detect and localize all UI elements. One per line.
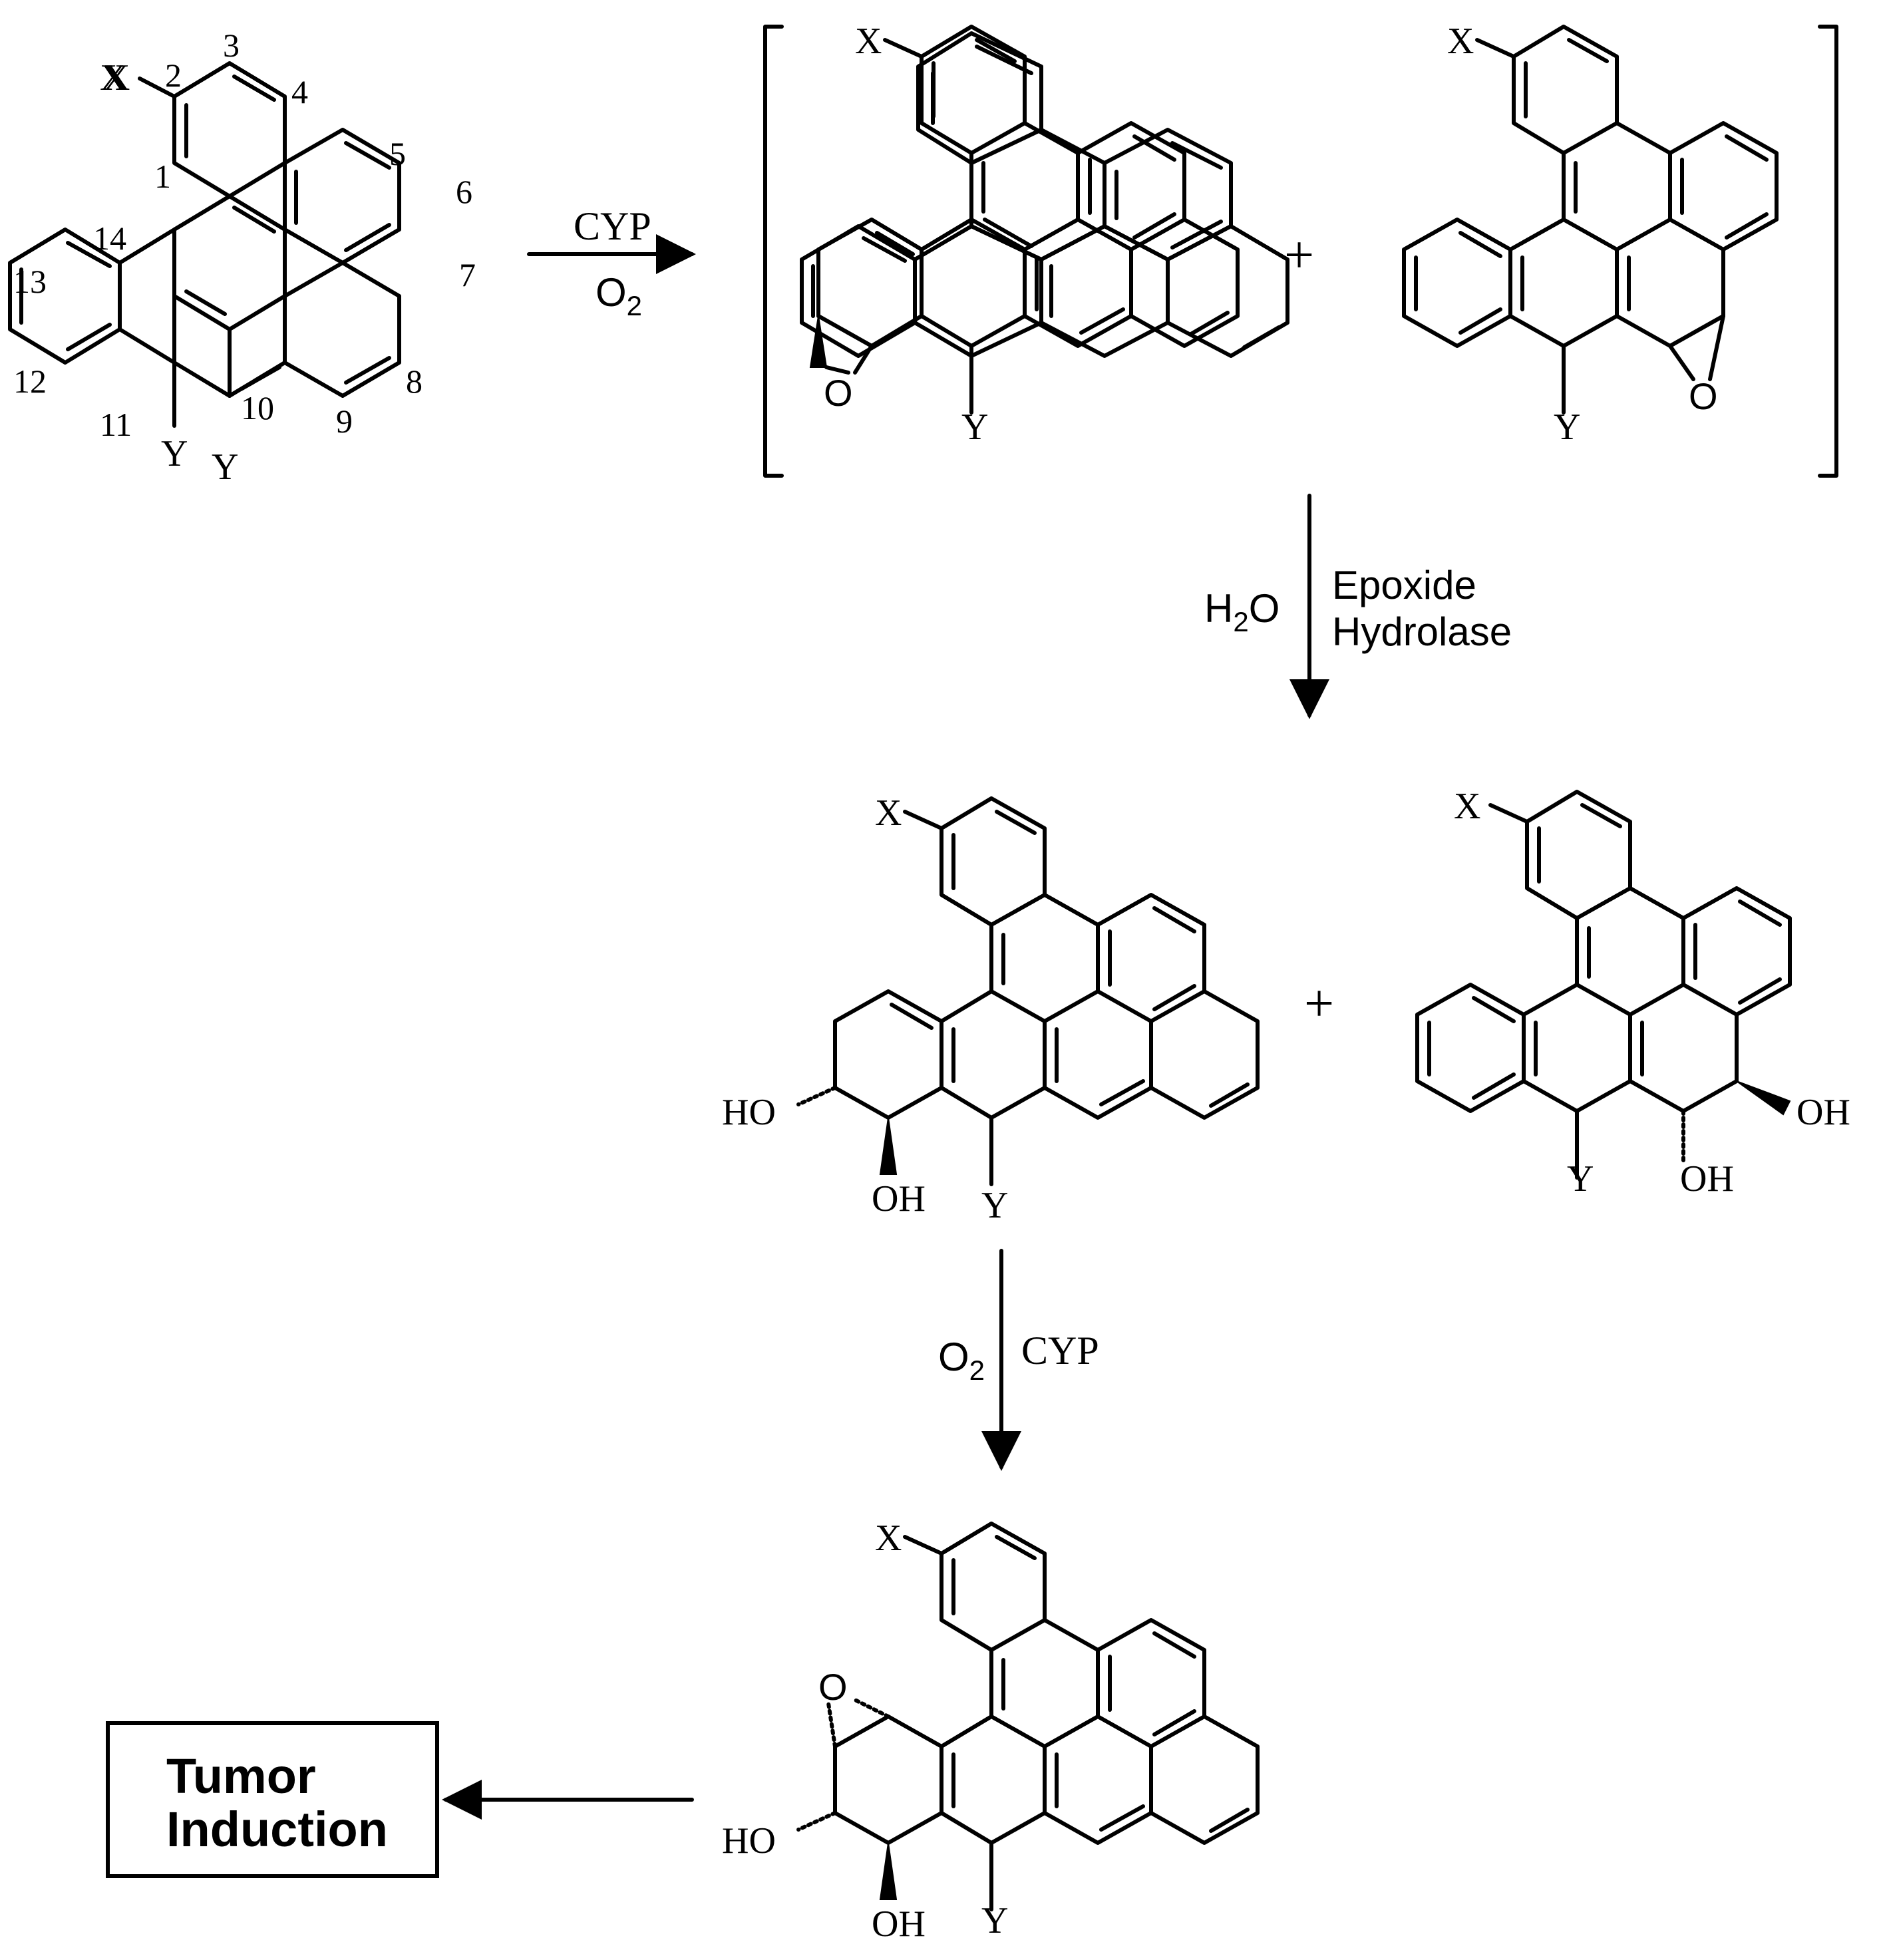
diol-left-ho: HO (722, 1092, 776, 1133)
right-bracket (1818, 25, 1838, 478)
diol-right-oh1: OH (1796, 1092, 1850, 1133)
diol-right-y: Y (1567, 1158, 1594, 1200)
diol-left-y: Y (981, 1185, 1008, 1226)
start-skeleton-clean (8, 61, 401, 428)
epoxides-plus: + (1284, 226, 1314, 285)
start-x-clean: X (103, 57, 130, 98)
diol-right (1415, 790, 1792, 1180)
svg-text:9: 9 (336, 403, 353, 440)
start-y-clean: Y (161, 433, 188, 474)
epoxide-right-y: Y (1554, 407, 1580, 448)
epoxide-left (809, 25, 1240, 414)
svg-text:3: 3 (223, 27, 240, 64)
diol-epoxide-x: X (875, 1518, 902, 1559)
svg-text:14: 14 (93, 220, 126, 257)
step3-enzyme: CYP (1021, 1329, 1099, 1373)
svg-text:6: 6 (456, 173, 472, 210)
step3-cosubstrate: O2 (938, 1335, 985, 1386)
svg-text:O2: O2 (596, 270, 642, 321)
epoxide-left-molecule (800, 31, 1289, 358)
svg-text:13: 13 (13, 263, 47, 300)
step2-enzyme-line1: Epoxide (1332, 563, 1476, 607)
tumor-induction-box (106, 1721, 439, 1878)
epoxide-right-x: X (1447, 21, 1474, 62)
svg-text:O2: O2 (938, 1335, 985, 1386)
diol-left (796, 796, 1260, 1186)
diol-right-oh2: OH (1680, 1158, 1734, 1200)
epoxide-left-oxygen: O (824, 372, 853, 414)
svg-text:4: 4 (291, 73, 308, 110)
svg-text:7: 7 (459, 256, 476, 293)
svg-text:8: 8 (406, 363, 423, 400)
svg-text:2: 2 (165, 57, 182, 94)
diols-plus: + (1304, 975, 1334, 1033)
diol-left-oh: OH (872, 1178, 926, 1220)
start-x: X (100, 57, 126, 98)
step2-enzyme-line2: Hydrolase (1332, 609, 1512, 654)
step2-water: H2O (1204, 586, 1280, 637)
diol-left-x: X (875, 792, 902, 834)
tumor-induction-line2: Induction (166, 1802, 388, 1857)
svg-text:5: 5 (389, 135, 406, 172)
step1-cosubstrate: O2 (596, 270, 642, 321)
diol-epoxide-ho: HO (722, 1820, 776, 1862)
diol-epoxide-oxygen: O (818, 1666, 848, 1708)
epoxide-right (1402, 25, 1779, 414)
epoxide-right-oxygen: O (1689, 375, 1718, 417)
svg-text:1: 1 (154, 158, 171, 195)
start-y: Y (212, 446, 238, 488)
epoxide-left-y: Y (961, 407, 988, 448)
svg-text:12: 12 (13, 363, 47, 400)
start-numbering-clean: 1 2 3 4 5 6 7 8 9 10 11 12 13 14 (13, 27, 476, 443)
svg-text:H2O: H2O (1204, 586, 1280, 637)
svg-text:11: 11 (100, 406, 132, 443)
diol-epoxide (796, 1522, 1260, 1911)
diol-epoxide-oh: OH (872, 1903, 926, 1945)
diol-right-x: X (1454, 786, 1480, 827)
left-bracket (763, 25, 784, 478)
svg-text:10: 10 (241, 389, 274, 426)
epoxide-left-x: X (855, 21, 882, 62)
step1-enzyme: CYP (574, 204, 651, 248)
diol-epoxide-y: Y (981, 1900, 1008, 1941)
tumor-induction-line1: Tumor (166, 1748, 316, 1804)
